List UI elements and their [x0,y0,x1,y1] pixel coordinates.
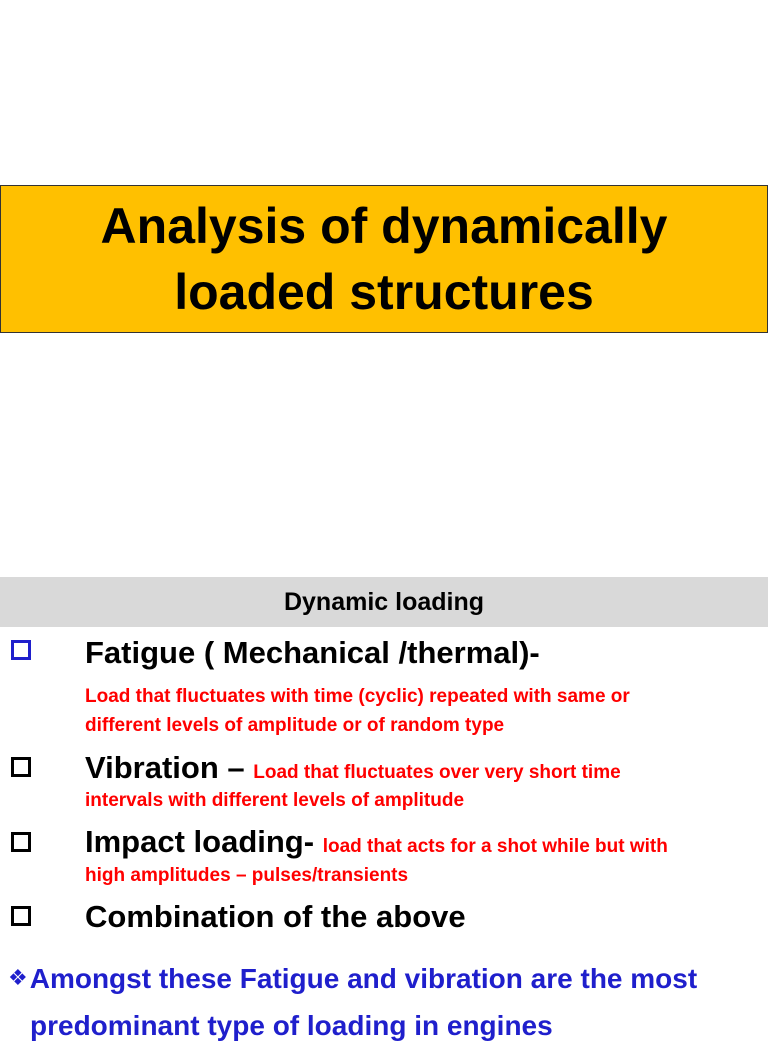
item-combination-heading: Combination of the above [85,900,466,934]
item-fatigue-desc-line-1: Load that fluctuates with time (cyclic) … [85,686,630,707]
item-heading-text: Impact loading- [85,824,323,859]
section-title: Dynamic loading [283,587,485,616]
title-line-1: Analysis of dynamically [100,198,668,254]
checkbox-square-icon [11,832,31,852]
diamond-bullet-icon: ❖ [8,965,28,990]
item-inline-description: load that acts for a shot while but with [322,836,668,857]
item-impact-heading: Impact loading- load that acts for a sho… [85,825,668,864]
item-inline-description: Load that fluctuates over very short tim… [253,762,621,783]
item-fatigue-desc-line-2: different levels of amplitude or of rand… [85,715,505,736]
section-header-bar: Dynamic loading [0,577,768,627]
item-vibration-desc-line-1: intervals with different levels of ampli… [85,790,465,811]
item-heading-text: Vibration – [85,750,254,785]
conclusion-text-1: Amongst these Fatigue and vibration are … [29,963,698,994]
title-line-2: loaded structures [174,264,594,320]
checkbox-square-icon [11,906,31,926]
item-vibration-heading: Vibration – Load that fluctuates over ve… [85,751,621,790]
item-impact-desc-line-1: high amplitudes – pulses/transients [85,865,409,886]
title-box: Analysis of dynamically loaded structure… [0,185,768,333]
item-heading-text: Combination of the above [85,899,466,934]
conclusion-line-1: ❖Amongst these Fatigue and vibration are… [8,960,697,997]
checkbox-square-icon [11,757,31,777]
checkbox-square-icon [11,640,31,660]
item-fatigue-heading: Fatigue ( Mechanical /thermal)- [85,636,540,670]
item-heading-text: Fatigue ( Mechanical /thermal)- [85,635,540,670]
conclusion-line-2: predominant type of loading in engines [30,1010,553,1041]
